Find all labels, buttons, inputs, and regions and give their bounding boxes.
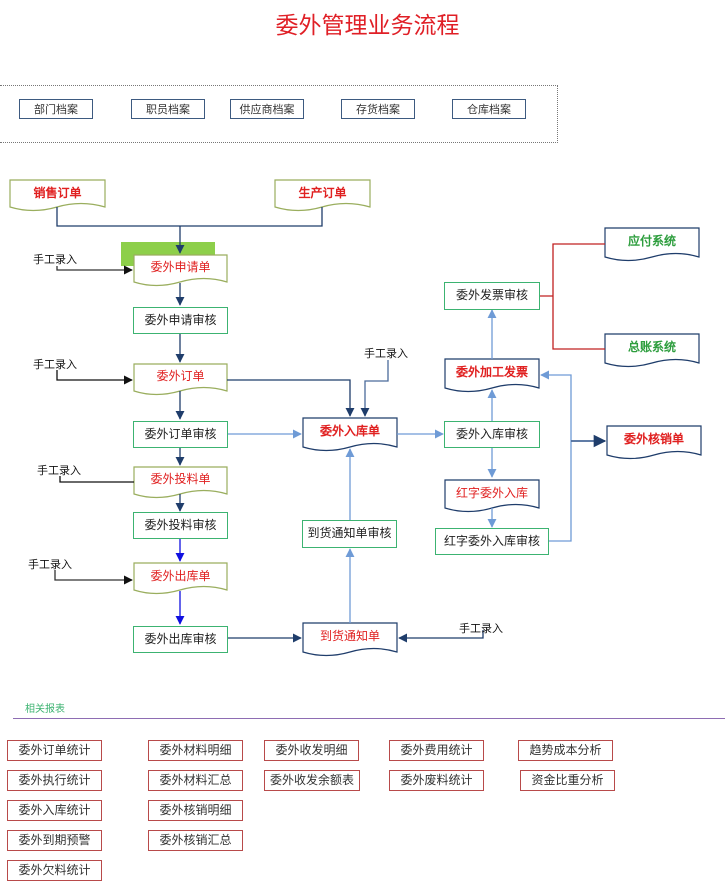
outbound-doc[interactable]: [133, 562, 228, 595]
arrival-notice-audit-box[interactable]: 到货通知单审核: [302, 520, 397, 548]
archive-department-button[interactable]: 部门档案: [19, 99, 93, 119]
connector: [56, 265, 133, 275]
report-writeoff-detail-button[interactable]: 委外核销明细: [148, 800, 243, 821]
report-order-stats-button[interactable]: 委外订单统计: [7, 740, 102, 761]
material-issue-doc[interactable]: [133, 466, 228, 499]
connector: [227, 379, 355, 417]
archive-staff-button[interactable]: 职员档案: [131, 99, 205, 119]
red-inbound-audit-box[interactable]: 红字委外入库审核: [435, 528, 549, 555]
report-material-summary-button[interactable]: 委外材料汇总: [148, 770, 243, 791]
report-inbound-stats-button[interactable]: 委外入库统计: [7, 800, 102, 821]
report-due-warning-button[interactable]: 委外到期预警: [7, 830, 102, 851]
manual-entry-label: 手工录入: [33, 253, 77, 266]
sales-order-doc[interactable]: [9, 179, 106, 212]
inbound-doc[interactable]: [302, 417, 398, 452]
red-inbound-doc[interactable]: [444, 479, 540, 513]
report-inout-balance-button[interactable]: 委外收发余额表: [264, 770, 360, 791]
archive-warehouse-button[interactable]: 仓库档案: [452, 99, 526, 119]
archive-inventory-button[interactable]: 存货档案: [341, 99, 415, 119]
connector: [539, 243, 605, 350]
payable-system-doc[interactable]: [604, 227, 700, 262]
report-scrap-stats-button[interactable]: 委外废料统计: [389, 770, 484, 791]
outsource-request-audit-box[interactable]: 委外申请审核: [133, 307, 228, 334]
report-material-detail-button[interactable]: 委外材料明细: [148, 740, 243, 761]
manual-entry-label: 手工录入: [459, 622, 503, 635]
report-fund-ratio-button[interactable]: 资金比重分析: [520, 770, 615, 791]
outbound-audit-box[interactable]: 委外出库审核: [133, 626, 228, 653]
connector: [59, 476, 134, 483]
report-cost-trend-button[interactable]: 趋势成本分析: [518, 740, 613, 761]
manual-entry-label: 手工录入: [33, 358, 77, 371]
connector: [360, 360, 389, 417]
report-shortage-stats-button[interactable]: 委外欠料统计: [7, 860, 102, 881]
ledger-system-doc[interactable]: [604, 333, 700, 368]
connector: [54, 570, 133, 585]
manual-entry-label: 手工录入: [28, 558, 72, 571]
manual-entry-label: 手工录入: [37, 464, 81, 477]
report-expense-stats-button[interactable]: 委外费用统计: [389, 740, 484, 761]
outsource-request-doc[interactable]: [133, 254, 228, 287]
manual-entry-label: 手工录入: [364, 347, 408, 360]
writeoff-doc[interactable]: [606, 425, 702, 460]
arrival-notice-doc[interactable]: [302, 622, 398, 657]
outsource-order-audit-box[interactable]: 委外订单审核: [133, 421, 228, 448]
report-execution-stats-button[interactable]: 委外执行统计: [7, 770, 102, 791]
reports-section-label: 相关报表: [25, 704, 65, 715]
material-issue-audit-box[interactable]: 委外投料审核: [133, 512, 228, 539]
report-writeoff-summary-button[interactable]: 委外核销汇总: [148, 830, 243, 851]
report-inout-detail-button[interactable]: 委外收发明细: [264, 740, 359, 761]
page-title: 委外管理业务流程: [275, 13, 460, 39]
reports-divider: [13, 718, 725, 719]
connector: [398, 630, 484, 643]
connector: [56, 370, 133, 385]
processing-invoice-doc[interactable]: [444, 358, 540, 393]
invoice-audit-box[interactable]: 委外发票审核: [444, 282, 540, 310]
production-order-doc[interactable]: [274, 179, 371, 212]
archive-supplier-button[interactable]: 供应商档案: [230, 99, 304, 119]
connector: [540, 370, 572, 542]
inbound-audit-box[interactable]: 委外入库审核: [444, 421, 540, 448]
connector: [56, 207, 323, 227]
outsource-order-doc[interactable]: [133, 363, 228, 396]
archives-frame: [0, 85, 558, 143]
